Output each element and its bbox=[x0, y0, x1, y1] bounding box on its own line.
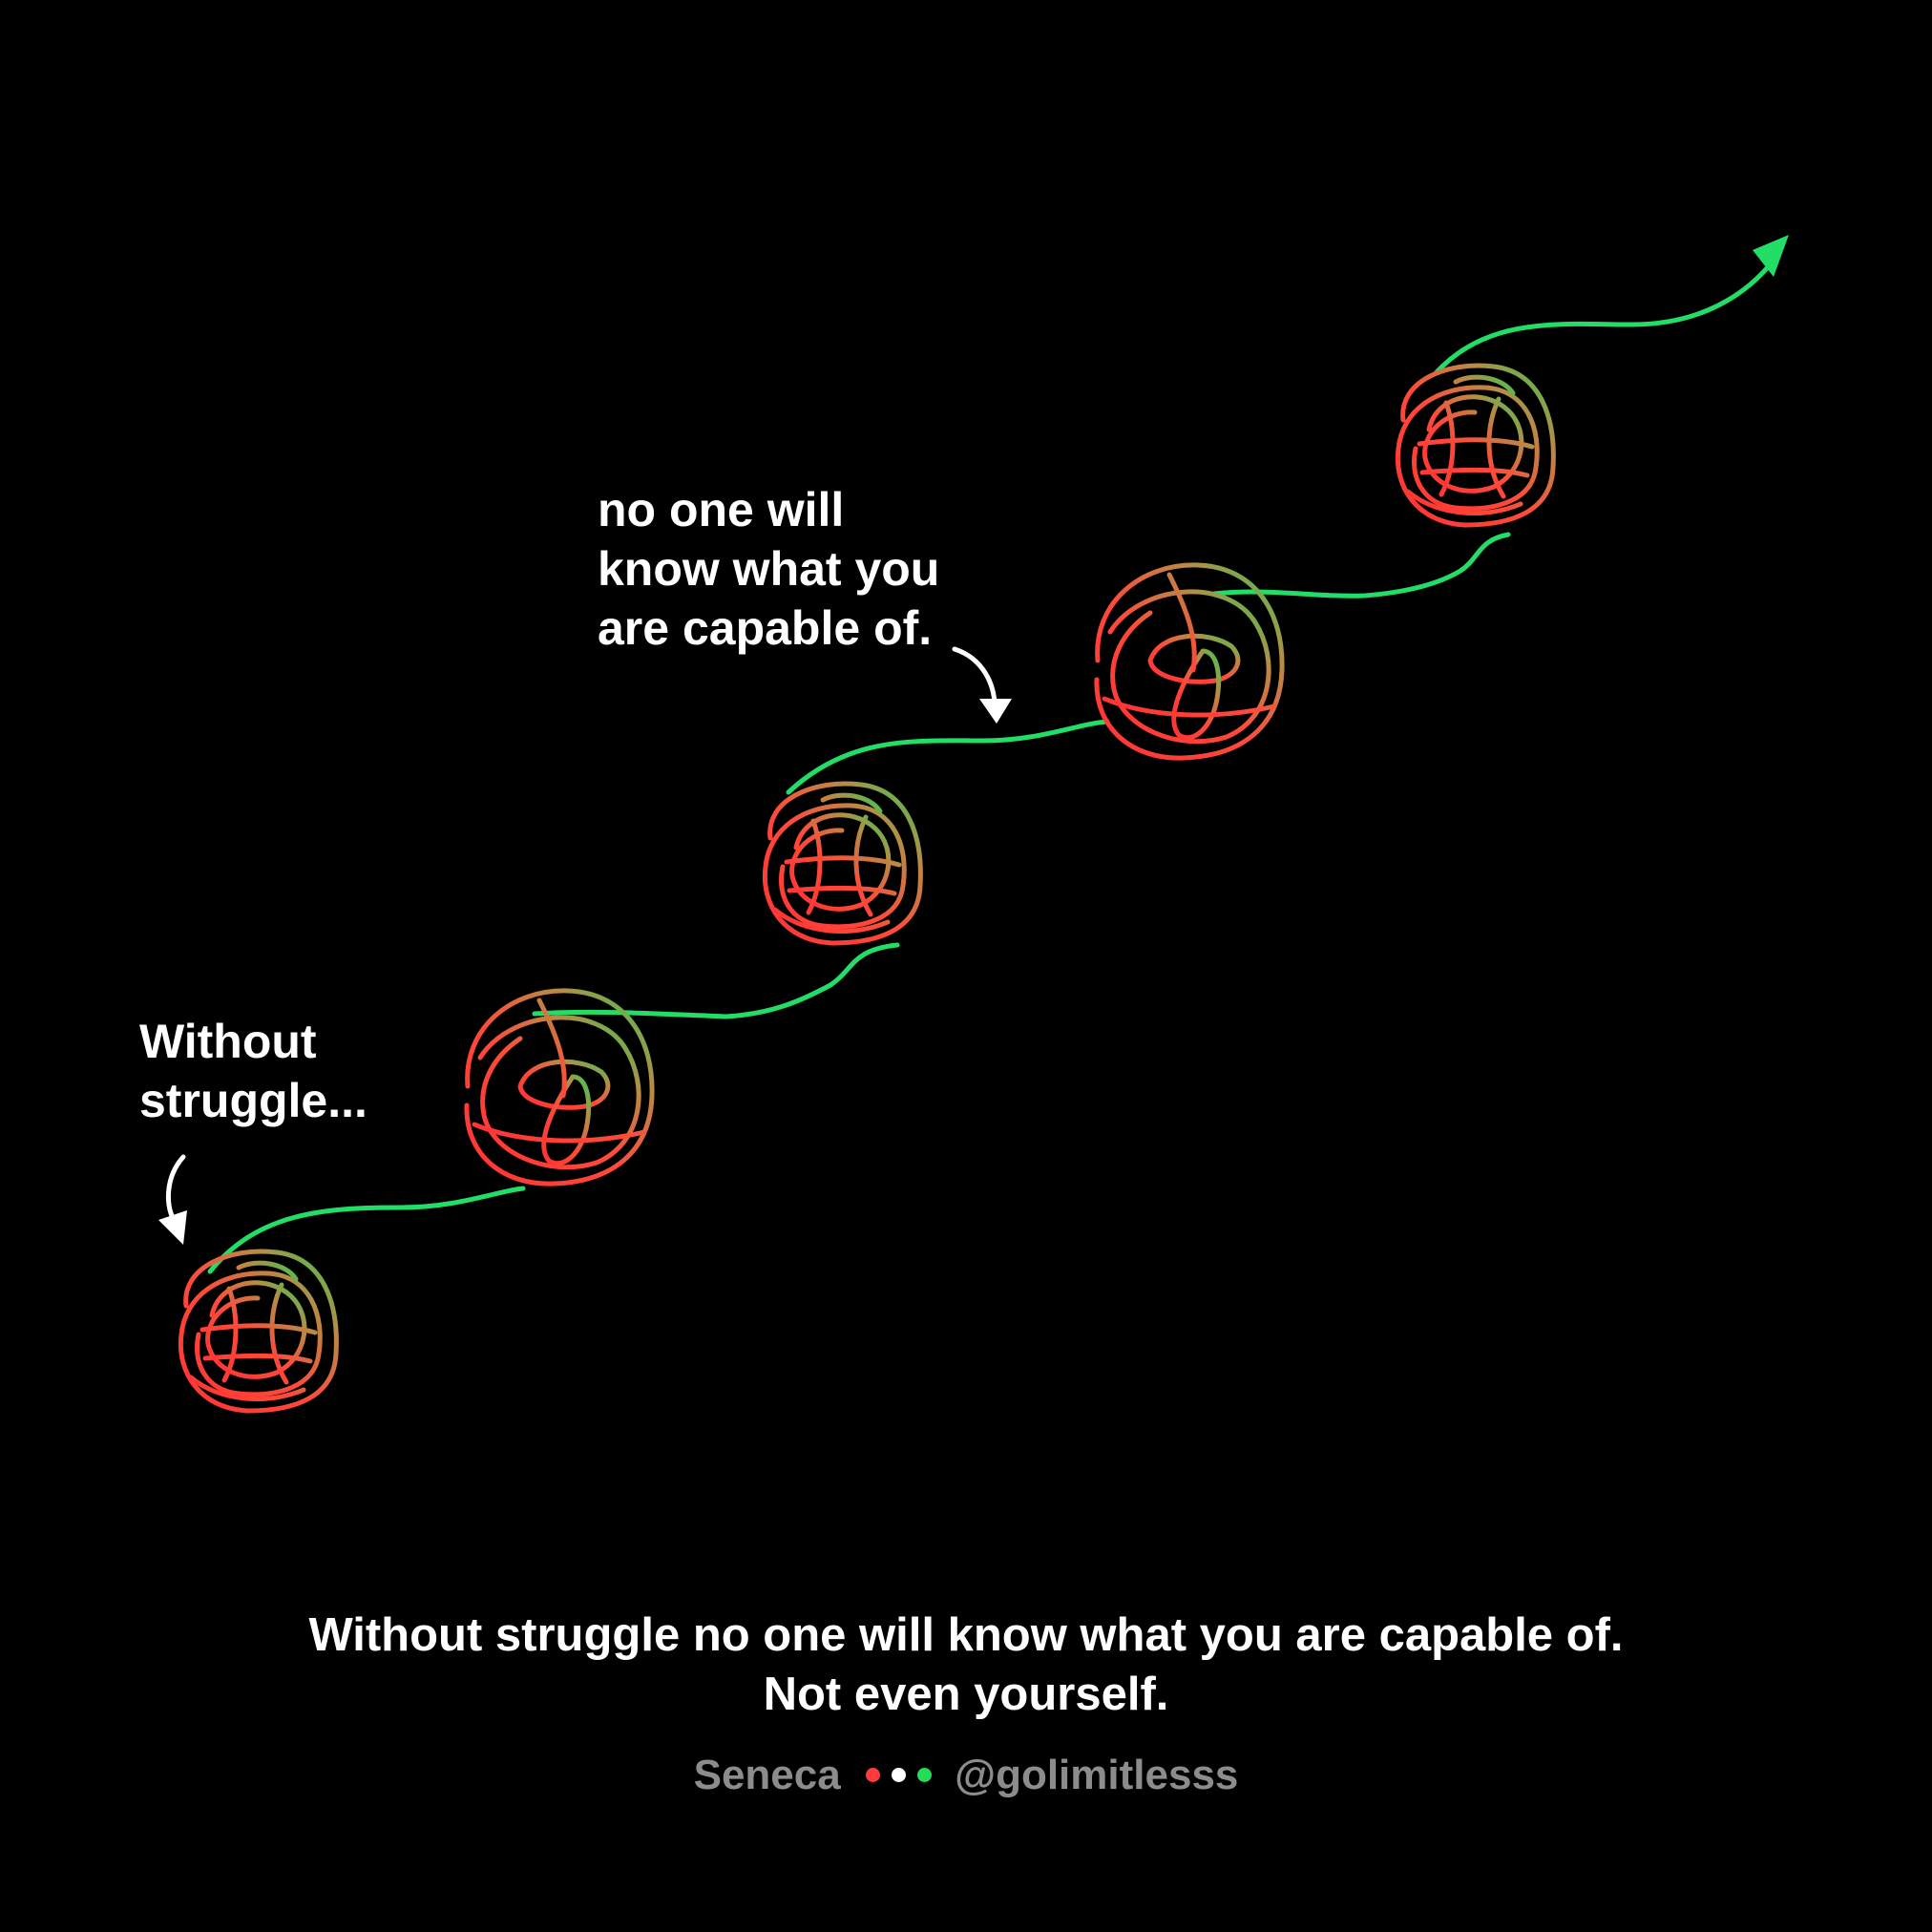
quote: Without struggle no one will know what y… bbox=[0, 1606, 1932, 1724]
quote-line-1: Without struggle no one will know what y… bbox=[308, 1609, 1624, 1661]
annotation-left: Without struggle... bbox=[139, 1012, 368, 1130]
social-handle: @golimitlesss bbox=[955, 1752, 1239, 1798]
green-dot-icon bbox=[916, 1767, 932, 1782]
path-arrowhead bbox=[1753, 235, 1789, 277]
quote-line-2: Not even yourself. bbox=[763, 1669, 1169, 1720]
white-dot-icon bbox=[891, 1767, 906, 1782]
annotation-top-line-1: no one will bbox=[598, 483, 845, 536]
curved-pointer-arrow bbox=[952, 646, 1012, 724]
scribble-knot bbox=[178, 1249, 339, 1414]
footer-credit: Seneca @golimitlesss bbox=[0, 1749, 1932, 1802]
annotation-top-line-2: know what you bbox=[598, 542, 940, 596]
curved-pointer-arrow bbox=[158, 1154, 187, 1245]
upward-wavy-path bbox=[207, 255, 1778, 1274]
scribble-knot bbox=[464, 988, 655, 1186]
annotation-left-line-2: struggle... bbox=[139, 1074, 368, 1127]
annotation-left-line-1: Without bbox=[139, 1015, 317, 1068]
scribble-knot bbox=[762, 781, 923, 946]
red-dot-icon bbox=[865, 1767, 880, 1782]
scribble-knot bbox=[1395, 363, 1556, 528]
annotation-top-line-3: are capable of. bbox=[598, 601, 933, 655]
author-name: Seneca bbox=[693, 1752, 841, 1798]
annotation-top: no one will know what you are capable of… bbox=[598, 480, 939, 658]
scribble-knot bbox=[1094, 562, 1285, 761]
